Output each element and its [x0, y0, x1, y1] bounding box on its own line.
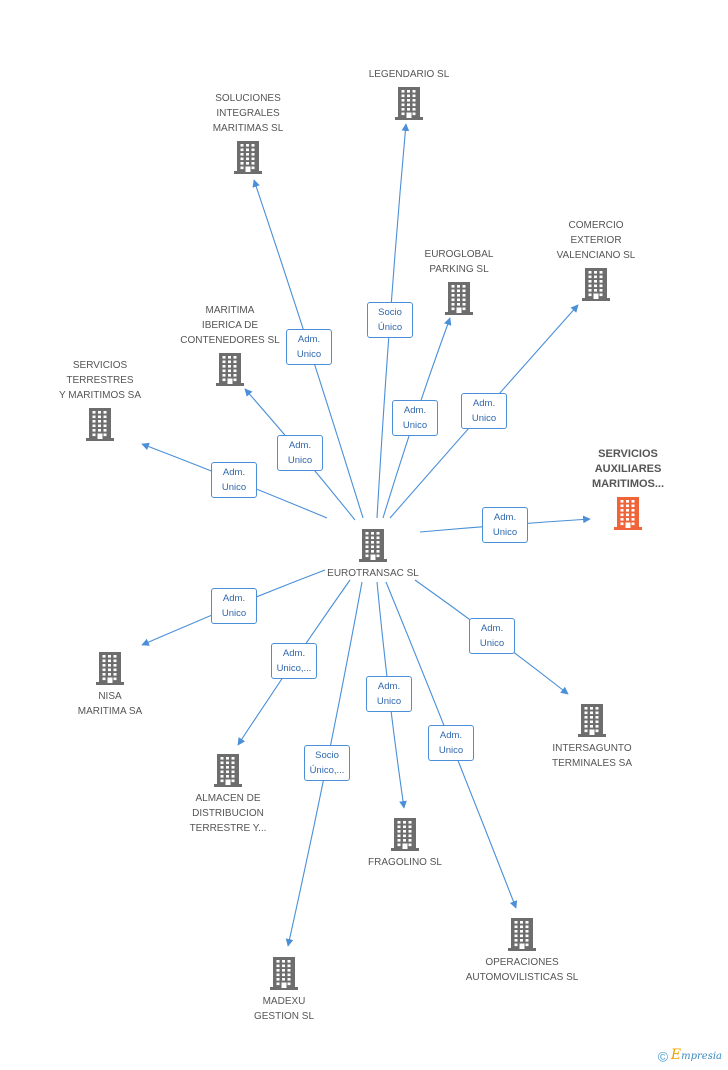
- edge-label-servicios_auxiliares[interactable]: Adm. Unico: [482, 507, 528, 543]
- node-label: INTERSAGUNTO TERMINALES SA: [551, 743, 633, 769]
- building-icon: [270, 957, 298, 990]
- node-maritima_iberica[interactable]: MARITIMA IBERICA DE CONTENEDORES SL: [155, 303, 305, 386]
- building-icon: [96, 652, 124, 685]
- building-icon: [445, 282, 473, 315]
- building-icon: [359, 529, 387, 562]
- node-label: EUROTRANSAC SL: [327, 568, 419, 579]
- node-operaciones[interactable]: OPERACIONES AUTOMOVILISTICAS SL: [447, 917, 597, 985]
- node-almacen[interactable]: ALMACEN DE DISTRIBUCION TERRESTRE Y...: [153, 753, 303, 836]
- node-legendario[interactable]: LEGENDARIO SL: [334, 67, 484, 120]
- node-fragolino[interactable]: FRAGOLINO SL: [330, 817, 480, 870]
- edge-label-soluciones[interactable]: Adm. Unico: [286, 329, 332, 365]
- building-icon: [86, 408, 114, 441]
- edge-label-nisa[interactable]: Adm. Unico: [211, 588, 257, 624]
- node-nisa[interactable]: NISA MARITIMA SA: [35, 651, 185, 719]
- node-euroglobal[interactable]: EUROGLOBAL PARKING SL: [384, 247, 534, 315]
- edge-label-almacen[interactable]: Adm. Unico,...: [271, 643, 317, 679]
- building-icon: [508, 918, 536, 951]
- node-servicios_terrestres[interactable]: SERVICIOS TERRESTRES Y MARITIMOS SA: [25, 358, 175, 441]
- building-icon: [582, 268, 610, 301]
- building-icon: [391, 818, 419, 851]
- edge-label-madexu[interactable]: Socio Único,...: [304, 745, 350, 781]
- node-label: MADEXU GESTION SL: [253, 996, 314, 1022]
- node-label: NISA MARITIMA SA: [77, 691, 143, 717]
- node-label: SERVICIOS TERRESTRES Y MARITIMOS SA: [58, 360, 142, 401]
- brand-name: mpresia: [681, 1050, 722, 1062]
- edge-label-operaciones[interactable]: Adm. Unico: [428, 725, 474, 761]
- node-label: SERVICIOS AUXILIARES MARITIMOS...: [591, 448, 665, 490]
- building-icon: [216, 353, 244, 386]
- building-icon: [234, 141, 262, 174]
- node-servicios_auxiliares[interactable]: SERVICIOS AUXILIARES MARITIMOS...: [553, 447, 703, 530]
- node-label: LEGENDARIO SL: [368, 69, 450, 80]
- node-center[interactable]: EUROTRANSAC SL: [298, 528, 448, 581]
- brand-initial: E: [670, 1046, 682, 1063]
- building-icon: [578, 704, 606, 737]
- building-icon: [395, 87, 423, 120]
- edge-label-intersagunto[interactable]: Adm. Unico: [469, 618, 515, 654]
- edge-label-comercio[interactable]: Adm. Unico: [461, 393, 507, 429]
- edge-label-euroglobal[interactable]: Adm. Unico: [392, 400, 438, 436]
- copyright-notice: © Empresia: [658, 1047, 722, 1064]
- node-intersagunto[interactable]: INTERSAGUNTO TERMINALES SA: [517, 703, 667, 771]
- building-icon: [614, 497, 642, 530]
- node-soluciones[interactable]: SOLUCIONES INTEGRALES MARITIMAS SL: [173, 91, 323, 174]
- edge-label-fragolino[interactable]: Adm. Unico: [366, 676, 412, 712]
- edge-label-legendario[interactable]: Socio Único: [367, 302, 413, 338]
- node-label: COMERCIO EXTERIOR VALENCIANO SL: [556, 220, 636, 261]
- node-label: FRAGOLINO SL: [368, 857, 442, 868]
- node-label: MARITIMA IBERICA DE CONTENEDORES SL: [180, 305, 280, 346]
- node-label: SOLUCIONES INTEGRALES MARITIMAS SL: [212, 93, 284, 134]
- building-icon: [214, 754, 242, 787]
- node-comercio[interactable]: COMERCIO EXTERIOR VALENCIANO SL: [521, 218, 671, 301]
- node-label: ALMACEN DE DISTRIBUCION TERRESTRE Y...: [189, 793, 267, 834]
- node-madexu[interactable]: MADEXU GESTION SL: [209, 956, 359, 1024]
- node-label: OPERACIONES AUTOMOVILISTICAS SL: [465, 957, 579, 983]
- copyright-icon: ©: [657, 1048, 669, 1064]
- node-label: EUROGLOBAL PARKING SL: [424, 249, 494, 275]
- edge-label-maritima_iberica[interactable]: Adm. Unico: [277, 435, 323, 471]
- edge-label-servicios_terrestres[interactable]: Adm. Unico: [211, 462, 257, 498]
